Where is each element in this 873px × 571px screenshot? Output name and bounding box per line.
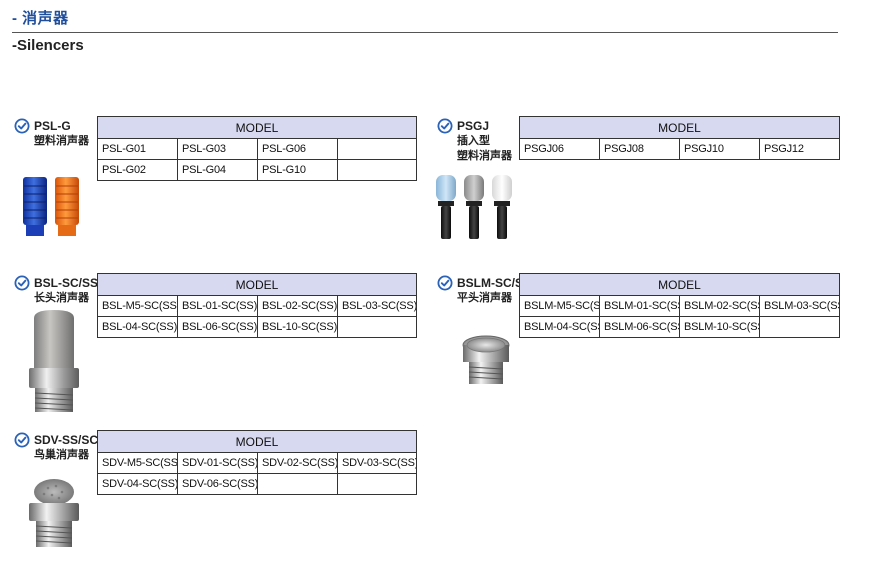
model-cell: BSLM-01-SC(SS): [599, 295, 680, 317]
section-title-cn: - 消声器: [12, 10, 69, 27]
product-sdv-ss: SDV-SS/SC 鸟巢消声器: [14, 432, 98, 463]
check-circle-icon: [437, 275, 453, 291]
psl-g-product-image: [23, 177, 79, 236]
product-subtitle: 塑料消声器: [34, 135, 89, 147]
check-circle-icon: [14, 432, 30, 448]
section-divider: [12, 32, 838, 33]
model-cell: BSL-10-SC(SS): [257, 316, 338, 338]
model-cell: SDV-M5-SC(SS): [97, 452, 178, 474]
model-cell: BSLM-02-SC(SS): [679, 295, 760, 317]
product-name: PSGJ: [457, 119, 490, 133]
table-row: PSGJ06 PSGJ08 PSGJ10 PSGJ12: [519, 138, 840, 160]
bsl-sc-product-image: [29, 310, 79, 412]
model-header: MODEL: [519, 116, 840, 139]
model-header: MODEL: [519, 273, 840, 296]
model-cell: [257, 473, 338, 495]
product-subtitle: 插入型: [457, 135, 490, 147]
model-cell: BSL-01-SC(SS): [177, 295, 258, 317]
product-subtitle: 长头消声器: [34, 292, 89, 304]
check-circle-icon: [437, 118, 453, 134]
product-name: BSLM-SC/SS: [457, 276, 532, 290]
model-cell: BSL-M5-SC(SS): [97, 295, 178, 317]
model-cell: PSGJ12: [759, 138, 840, 160]
model-cell: BSL-02-SC(SS): [257, 295, 338, 317]
model-cell: [337, 138, 417, 160]
model-cell: [337, 473, 417, 495]
product-bsl-sc: BSL-SC/SS 长头消声器: [14, 275, 98, 306]
product-name: PSL-G: [34, 119, 71, 133]
model-cell: BSLM-10-SC(SS): [679, 316, 760, 338]
table-row: SDV-04-SC(SS) SDV-06-SC(SS): [97, 473, 417, 495]
model-cell: PSGJ06: [519, 138, 600, 160]
product-subtitle: 平头消声器: [457, 292, 512, 304]
model-cell: BSL-06-SC(SS): [177, 316, 258, 338]
table-row: BSLM-M5-SC(SS) BSLM-01-SC(SS) BSLM-02-SC…: [519, 295, 840, 317]
model-cell: PSL-G06: [257, 138, 338, 160]
product-name: SDV-SS/SC: [34, 433, 99, 447]
model-table-psl-g: MODEL PSL-G01 PSL-G03 PSL-G06 PSL-G02 PS…: [97, 116, 417, 181]
section-title-en: -Silencers: [12, 37, 84, 54]
model-header: MODEL: [97, 430, 417, 453]
model-cell: BSLM-06-SC(SS): [599, 316, 680, 338]
model-cell: BSL-04-SC(SS): [97, 316, 178, 338]
table-row: PSL-G01 PSL-G03 PSL-G06: [97, 138, 417, 160]
bslm-sc-product-image: [462, 335, 510, 384]
model-cell: [337, 316, 417, 338]
product-bslm-sc: BSLM-SC/SS 平头消声器: [437, 275, 531, 306]
model-cell: PSL-G01: [97, 138, 178, 160]
psgj-product-image: [436, 175, 512, 239]
product-subtitle: 塑料消声器: [457, 150, 512, 162]
model-cell: BSL-03-SC(SS): [337, 295, 417, 317]
model-cell: PSGJ10: [679, 138, 760, 160]
model-table-psgj: MODEL PSGJ06 PSGJ08 PSGJ10 PSGJ12: [519, 116, 840, 160]
model-cell: SDV-02-SC(SS): [257, 452, 338, 474]
model-cell: PSL-G02: [97, 159, 178, 181]
table-row: SDV-M5-SC(SS) SDV-01-SC(SS) SDV-02-SC(SS…: [97, 452, 417, 474]
model-table-bsl-sc: MODEL BSL-M5-SC(SS) BSL-01-SC(SS) BSL-02…: [97, 273, 417, 338]
model-cell: PSL-G10: [257, 159, 338, 181]
table-row: BSL-04-SC(SS) BSL-06-SC(SS) BSL-10-SC(SS…: [97, 316, 417, 338]
sdv-ss-product-image: [29, 479, 79, 547]
model-cell: [759, 316, 840, 338]
model-header: MODEL: [97, 116, 417, 139]
model-cell: PSGJ08: [599, 138, 680, 160]
model-table-sdv-ss: MODEL SDV-M5-SC(SS) SDV-01-SC(SS) SDV-02…: [97, 430, 417, 495]
model-table-bslm-sc: MODEL BSLM-M5-SC(SS) BSLM-01-SC(SS) BSLM…: [519, 273, 840, 338]
table-row: BSLM-04-SC(SS) BSLM-06-SC(SS) BSLM-10-SC…: [519, 316, 840, 338]
table-row: BSL-M5-SC(SS) BSL-01-SC(SS) BSL-02-SC(SS…: [97, 295, 417, 317]
model-cell: SDV-03-SC(SS): [337, 452, 417, 474]
product-subtitle: 鸟巢消声器: [34, 449, 89, 461]
model-header: MODEL: [97, 273, 417, 296]
model-cell: PSL-G03: [177, 138, 258, 160]
check-circle-icon: [14, 275, 30, 291]
model-cell: BSLM-04-SC(SS): [519, 316, 600, 338]
check-circle-icon: [14, 118, 30, 134]
model-cell: PSL-G04: [177, 159, 258, 181]
model-cell: SDV-04-SC(SS): [97, 473, 178, 495]
model-cell: BSLM-03-SC(SS): [759, 295, 840, 317]
model-cell: SDV-01-SC(SS): [177, 452, 258, 474]
product-name: BSL-SC/SS: [34, 276, 99, 290]
table-row: PSL-G02 PSL-G04 PSL-G10: [97, 159, 417, 181]
product-psl-g: PSL-G 塑料消声器: [14, 118, 89, 149]
product-psgj: PSGJ 插入型 塑料消声器: [437, 118, 512, 164]
model-cell: SDV-06-SC(SS): [177, 473, 258, 495]
model-cell: BSLM-M5-SC(SS): [519, 295, 600, 317]
model-cell: [337, 159, 417, 181]
